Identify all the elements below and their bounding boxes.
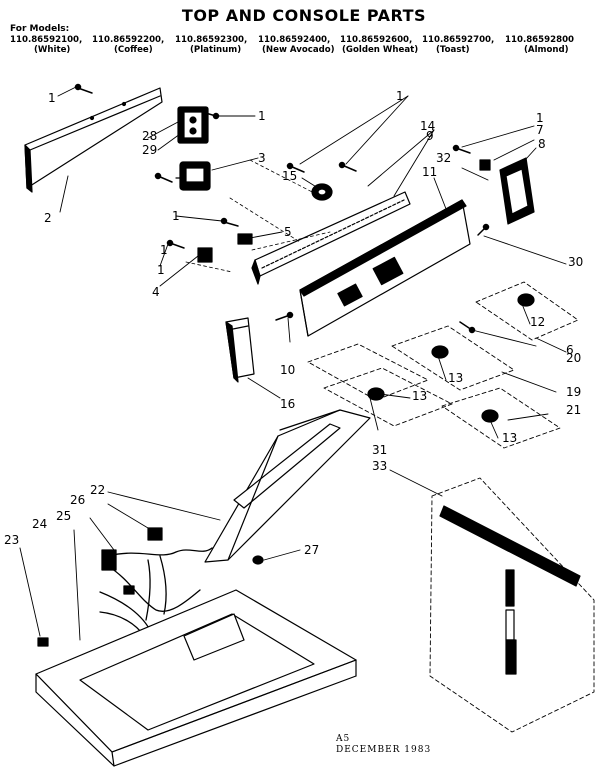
- callout-28: 28: [142, 129, 158, 143]
- footer-code: A5: [336, 734, 351, 744]
- callout-13: 13: [502, 431, 518, 445]
- model-number: 110.86592200,: [92, 35, 165, 45]
- model-color: (Almond): [524, 45, 569, 55]
- wire-clip: [197, 247, 213, 263]
- top-cover-clip: [37, 637, 49, 647]
- model-number: 110.86592100,: [10, 35, 83, 45]
- console-front-panel: [299, 199, 471, 337]
- model-number: 110.86592400,: [258, 35, 331, 45]
- callout-1: 1: [396, 89, 404, 103]
- callout-20: 20: [566, 351, 582, 365]
- callout-1: 1: [172, 209, 180, 223]
- model-color: (White): [34, 45, 71, 55]
- end-bracket: [479, 157, 535, 225]
- callout-29: 29: [142, 143, 158, 157]
- model-color: (Toast): [436, 45, 470, 55]
- knob-group: [367, 293, 535, 423]
- callout-1: 1: [258, 109, 266, 123]
- callout-22: 22: [90, 483, 106, 497]
- mounting-bracket: [177, 106, 209, 144]
- switch-assembly: [175, 161, 211, 191]
- callout-9: 9: [426, 129, 434, 143]
- callout-14: 14: [420, 119, 436, 133]
- callout-26: 26: [70, 493, 86, 507]
- terminal-block: [237, 233, 253, 245]
- console-cover-panel: [204, 409, 371, 563]
- rear-cover-plate: [24, 87, 163, 193]
- console-back-panel: [251, 191, 411, 285]
- trim-strip-box: [429, 477, 595, 733]
- model-color: (Coffee): [114, 45, 153, 55]
- callout-11: 11: [422, 165, 438, 179]
- callout-3: 3: [258, 151, 266, 165]
- wire-connector: [147, 527, 163, 541]
- model-number: 110.86592700,: [422, 35, 495, 45]
- callout-5: 5: [284, 225, 292, 239]
- callout-24: 24: [32, 517, 48, 531]
- callout-27: 27: [304, 543, 320, 557]
- callout-30: 30: [568, 255, 584, 269]
- callout-1: 1: [157, 263, 165, 277]
- model-number: 110.86592600,: [340, 35, 413, 45]
- callout-16: 16: [280, 397, 296, 411]
- callout-4: 4: [152, 285, 160, 299]
- page-title: TOP AND CONSOLE PARTS: [181, 6, 427, 25]
- callout-1: 1: [48, 91, 56, 105]
- model-color: (New Avocado): [262, 45, 335, 55]
- models-label: For Models:: [10, 24, 70, 34]
- callout-1: 1: [536, 111, 544, 125]
- model-color: (Golden Wheat): [342, 45, 419, 55]
- knob-panel-outlines: [307, 281, 579, 449]
- dashed-leader-lines: [185, 159, 331, 273]
- callout-33: 33: [372, 459, 388, 473]
- callout-8: 8: [538, 137, 546, 151]
- callout-leaders: [19, 86, 567, 641]
- callout-10-ref: 1: [160, 243, 168, 257]
- callout-21: 21: [566, 403, 582, 417]
- wire-harness: [99, 547, 213, 637]
- footer-date: DECEMBER 1983: [336, 745, 432, 755]
- timer-knob-insert: [311, 183, 333, 201]
- model-color: (Platinum): [190, 45, 242, 55]
- callout-31: 31: [372, 443, 388, 457]
- callout-25: 25: [56, 509, 72, 523]
- callout-7: 7: [536, 123, 544, 137]
- callout-13: 13: [448, 371, 464, 385]
- dryer-top-cover: [35, 589, 357, 767]
- console-end-cap: [225, 317, 255, 383]
- callout-23: 23: [4, 533, 20, 547]
- callout-19: 19: [566, 385, 582, 399]
- wire-clip-small: [252, 555, 264, 565]
- callout-12: 12: [530, 315, 546, 329]
- callout-6: 6: [566, 343, 574, 357]
- callout-15: 15: [282, 169, 298, 183]
- model-number: 110.86592800: [505, 35, 575, 45]
- callout-32: 32: [436, 151, 452, 165]
- callout-13: 13: [412, 389, 428, 403]
- callout-2: 2: [44, 211, 52, 225]
- model-number: 110.86592300,: [175, 35, 248, 45]
- callout-10: 10: [280, 363, 296, 377]
